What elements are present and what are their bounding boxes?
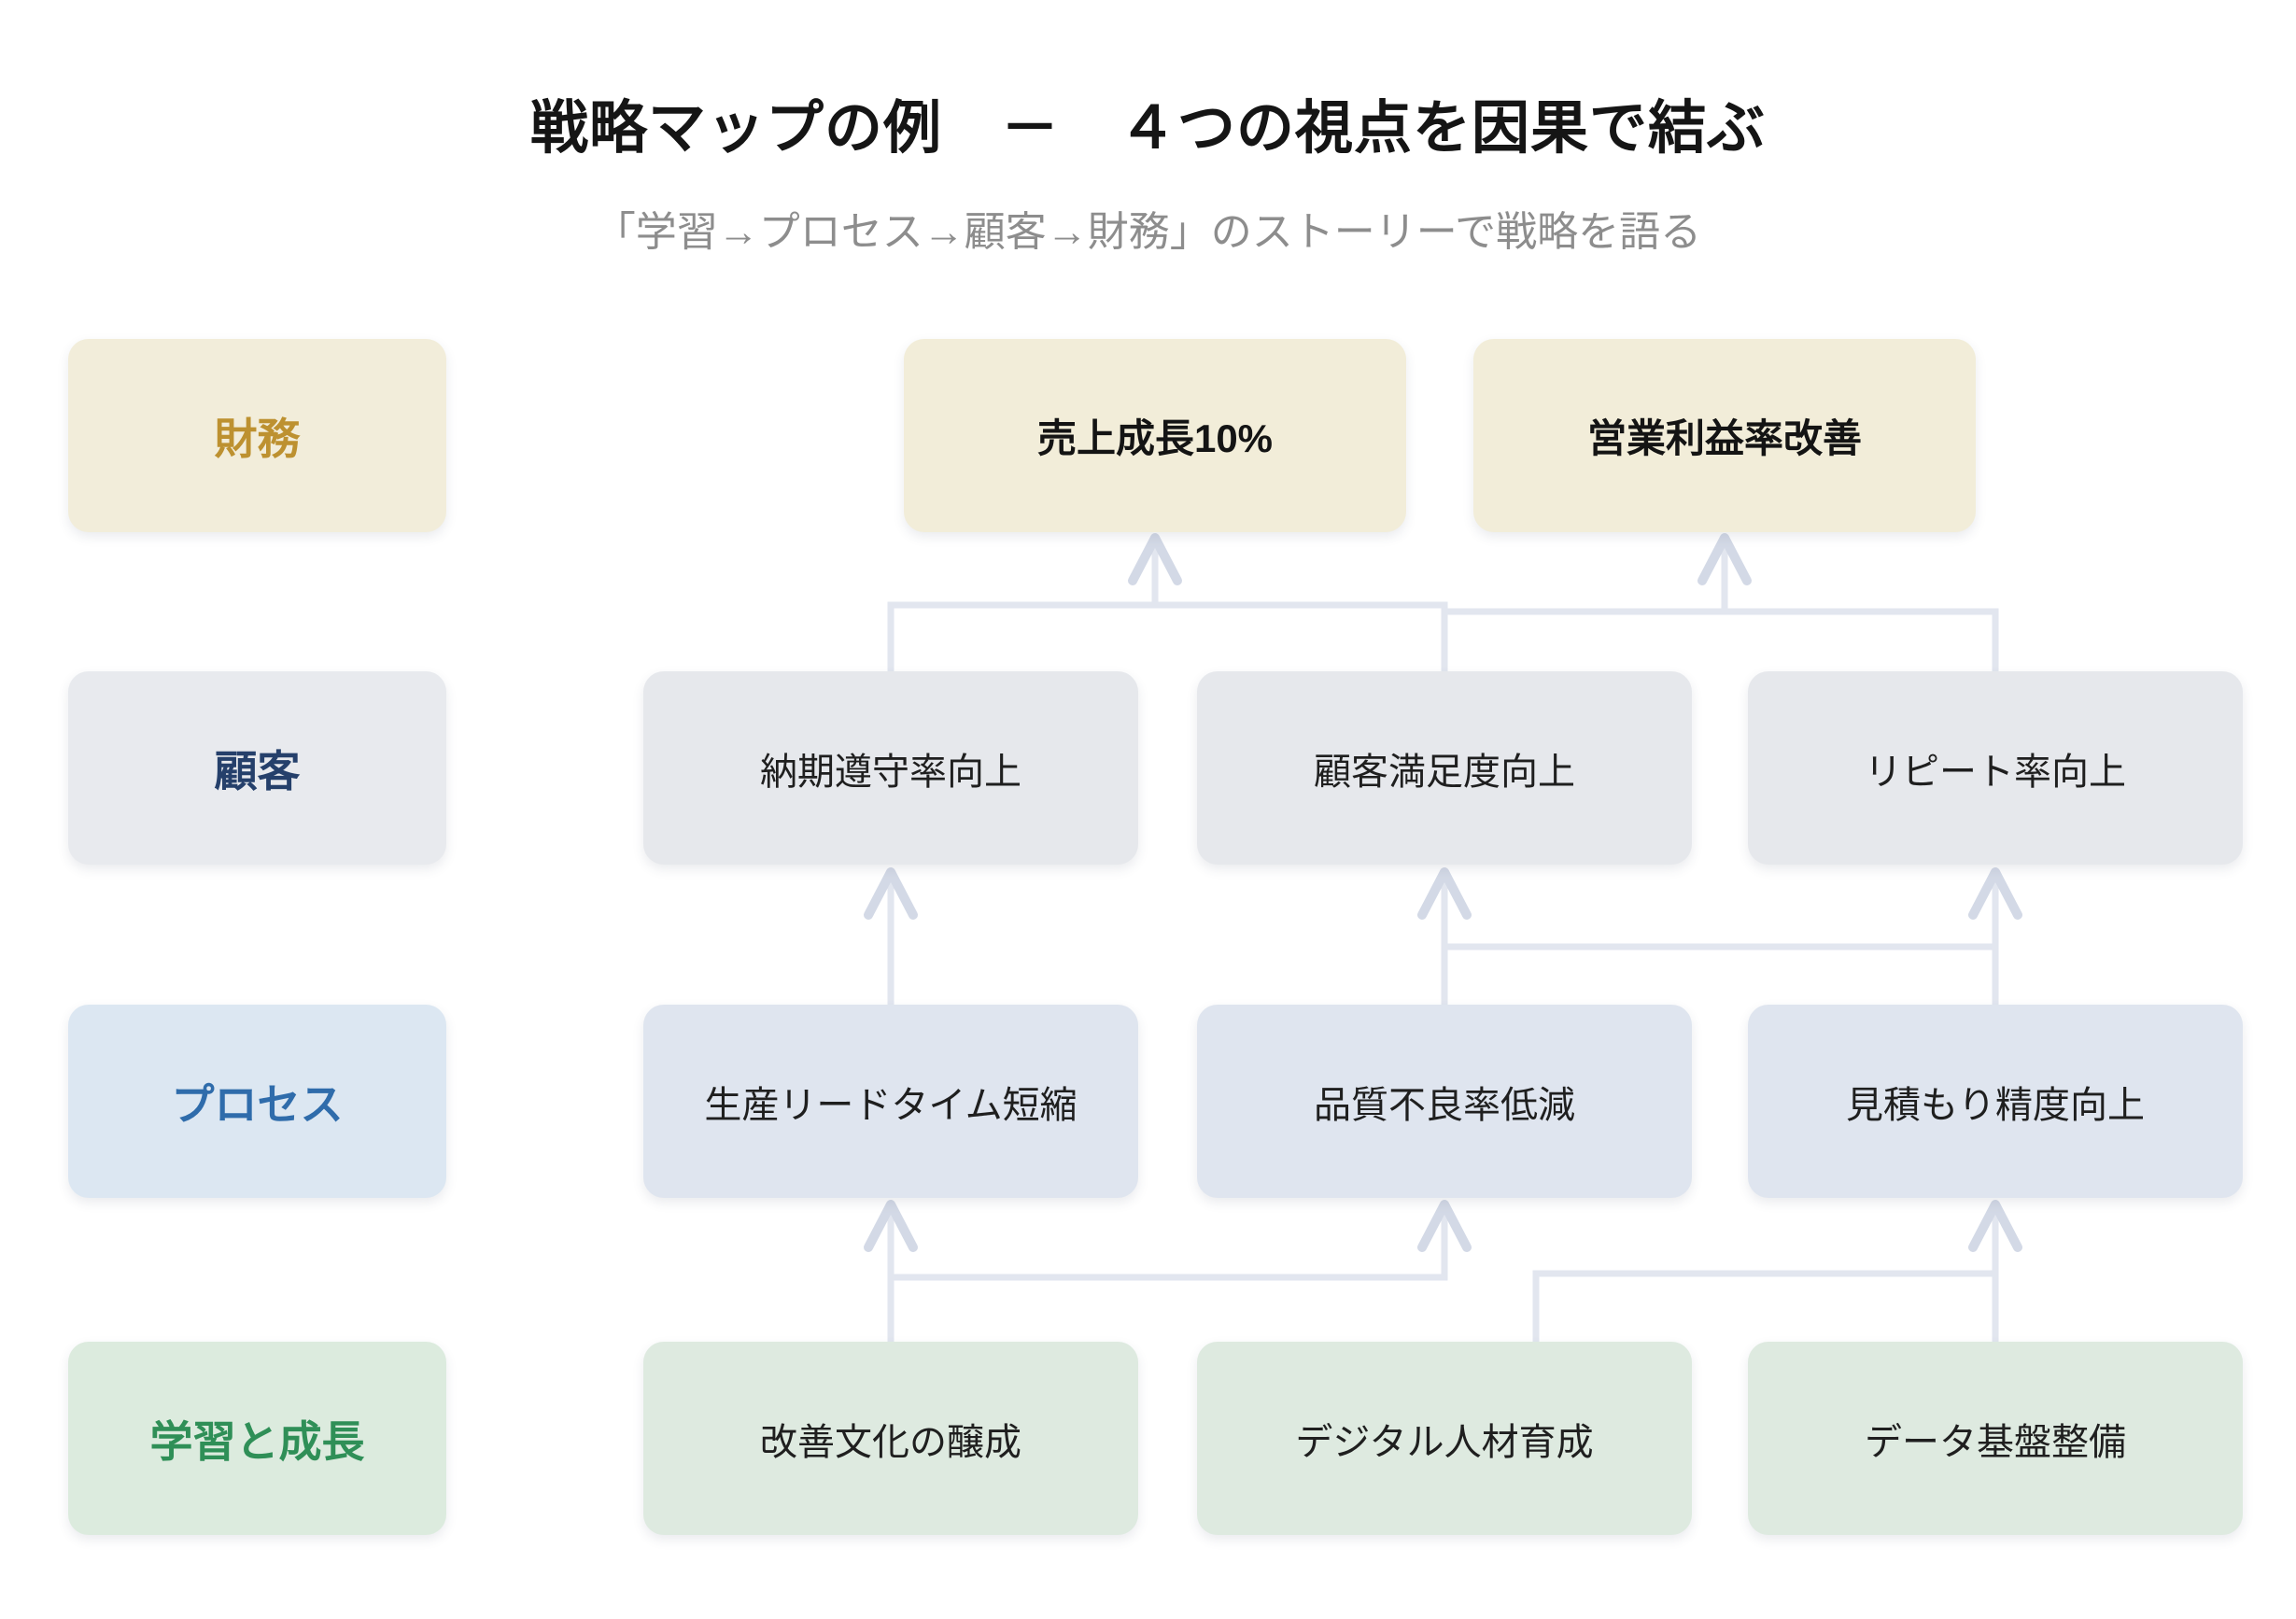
node-digital-talent: デジタル人材育成 — [1197, 1342, 1692, 1535]
perspective-label-process: プロセス — [68, 1005, 446, 1198]
page-subtitle: 「学習→プロセス→顧客→財務」のストーリーで戦略を語る — [594, 209, 1702, 255]
up-arrowhead — [1417, 1200, 1472, 1252]
perspective-label-finance: 財務 — [68, 339, 446, 532]
node-data-platform: データ基盤整備 — [1748, 1342, 2243, 1535]
up-arrowhead — [1968, 867, 2022, 920]
perspective-label-learning: 学習と成長 — [68, 1342, 446, 1535]
up-arrowhead — [1128, 533, 1182, 585]
up-arrowhead — [864, 1200, 918, 1252]
node-lead-time-reduction: 生産リードタイム短縮 — [643, 1005, 1138, 1198]
connector-learning-to-process — [864, 1200, 2022, 1342]
up-arrowhead — [1417, 867, 1472, 920]
perspective-label-customer: 顧客 — [68, 671, 446, 865]
up-arrowhead — [864, 867, 918, 920]
node-defect-rate: 品質不良率低減 — [1197, 1005, 1692, 1198]
node-estimate-accuracy: 見積もり精度向上 — [1748, 1005, 2243, 1198]
node-on-time-delivery: 納期遵守率向上 — [643, 671, 1138, 865]
page-title: 戦略マップの例 － ４つの視点を因果で結ぶ — [529, 96, 1766, 161]
node-repeat-rate: リピート率向上 — [1748, 671, 2243, 865]
up-arrowhead — [1968, 1200, 2022, 1252]
node-customer-satisfaction: 顧客満足度向上 — [1197, 671, 1692, 865]
up-arrowhead — [1697, 533, 1752, 585]
connector-customer-to-finance — [887, 533, 1999, 671]
node-revenue-growth: 売上成長10% — [904, 339, 1406, 532]
node-kaizen-culture: 改善文化の醸成 — [643, 1342, 1138, 1535]
connector-process-to-customer — [864, 867, 2022, 1005]
node-operating-margin: 営業利益率改善 — [1473, 339, 1976, 532]
